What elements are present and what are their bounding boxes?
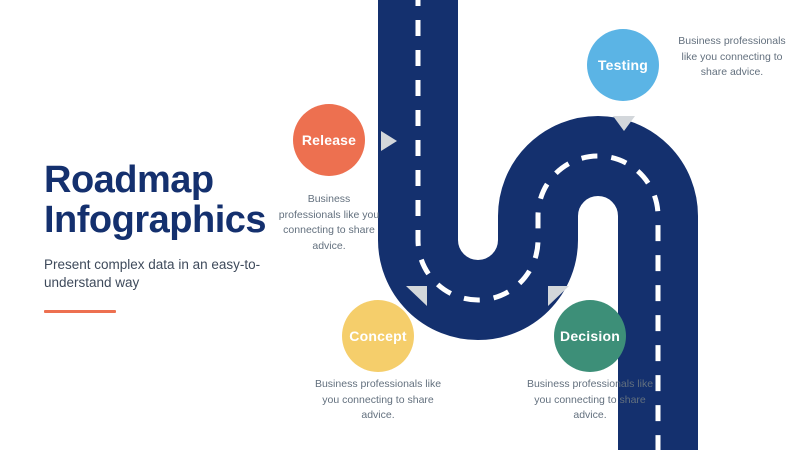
accent-rule bbox=[44, 310, 116, 313]
title-block: Roadmap Infographics Present complex dat… bbox=[44, 160, 284, 313]
milestone-node-decision[interactable]: Decision bbox=[554, 300, 626, 372]
marker-decision-triangle-icon bbox=[548, 286, 569, 306]
milestone-label-decision: Decision bbox=[560, 328, 620, 344]
milestone-label-testing: Testing bbox=[597, 57, 649, 73]
milestone-node-concept[interactable]: Concept bbox=[342, 300, 414, 372]
page-subtitle: Present complex data in an easy-to-under… bbox=[44, 257, 261, 290]
marker-testing-triangle-down-icon bbox=[613, 116, 635, 131]
milestone-description-testing: Business professionals like you connecti… bbox=[678, 35, 786, 78]
title-line-1: Roadmap bbox=[44, 159, 214, 201]
milestone-label-release: Release bbox=[301, 132, 357, 148]
marker-concept-triangle-icon bbox=[406, 286, 427, 306]
milestone-node-testing[interactable]: Testing bbox=[587, 29, 659, 101]
page-title: Roadmap Infographics bbox=[44, 160, 284, 240]
milestone-description-release: Business professionals like you connecti… bbox=[278, 193, 380, 252]
road-center-dashes bbox=[415, 0, 661, 450]
milestone-description-concept: Business professionals like you connecti… bbox=[314, 378, 442, 421]
milestone-description-decision: Business professionals like you connecti… bbox=[526, 378, 654, 421]
marker-release-triangle-right-icon bbox=[381, 131, 397, 151]
milestone-node-release[interactable]: Release bbox=[293, 104, 365, 176]
title-line-2: Infographics bbox=[44, 199, 267, 241]
milestone-label-concept: Concept bbox=[349, 328, 407, 344]
